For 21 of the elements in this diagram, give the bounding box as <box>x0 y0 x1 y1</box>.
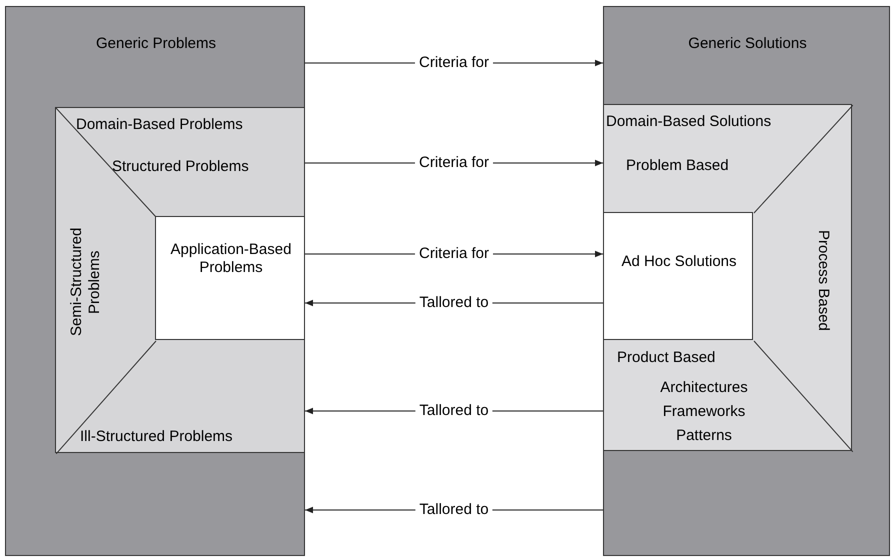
panel-title: Generic Solutions <box>687 35 808 53</box>
list-item: Patterns <box>675 427 733 445</box>
list-item: Frameworks <box>662 403 746 421</box>
outer-panel <box>603 6 890 556</box>
region-label: Process Based <box>814 228 832 332</box>
inner-box <box>603 212 753 340</box>
region-label: Semi-Structured Problems <box>68 226 104 338</box>
region-label: Problem Based <box>626 157 730 175</box>
inner-box <box>155 216 305 340</box>
nested-panel <box>603 104 852 451</box>
panel-title: Domain-Based Problems <box>76 116 244 134</box>
region-label: Structured Problems <box>112 158 250 176</box>
nested-panel <box>55 107 305 453</box>
list-item: Architectures <box>659 379 749 397</box>
region-label: Ill-Structured Problems <box>80 428 234 446</box>
panel-title: Generic Problems <box>94 35 218 53</box>
box-label: Ad Hoc Solutions <box>620 253 738 271</box>
region-label: Product Based <box>617 349 716 367</box>
outer-panel <box>5 6 305 556</box>
panel-title: Domain-Based Solutions <box>606 113 772 131</box>
box-label: Application-Based Problems <box>170 241 292 277</box>
